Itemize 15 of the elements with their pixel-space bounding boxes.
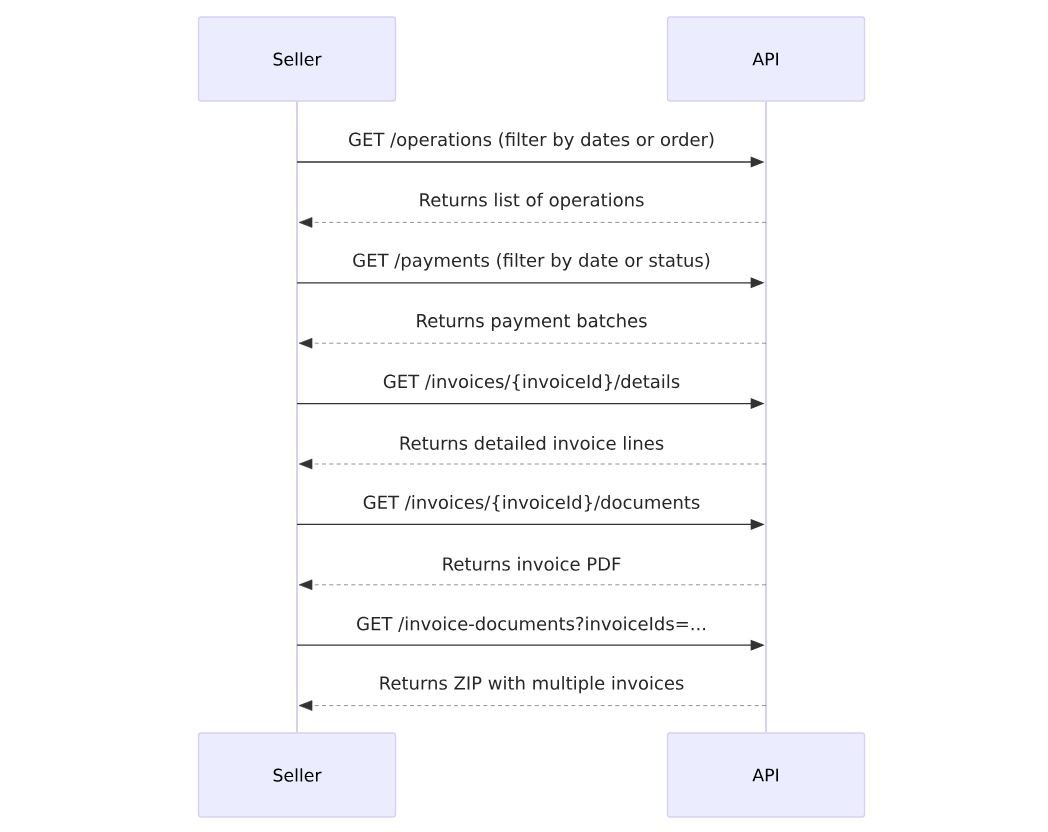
message-arrow (298, 700, 767, 711)
message-label: GET /invoices/{invoiceId}/documents (361, 493, 702, 514)
message-label: Returns list of operations (417, 191, 646, 212)
participant-box: Seller (197, 732, 397, 818)
participant-box: API (666, 16, 866, 102)
participant-box: API (666, 732, 866, 818)
message-label: GET /invoice-documents?invoiceIds=... (354, 615, 709, 634)
message-label: Returns ZIP with multiple invoices (377, 674, 686, 695)
participant-box: Seller (197, 16, 397, 102)
message-arrow (298, 337, 767, 349)
message-arrow (298, 579, 767, 591)
message-label: GET /payments (filter by date or status) (350, 251, 713, 272)
message-label: Returns payment batches (414, 312, 649, 333)
message-arrow (298, 217, 767, 228)
message-arrow (298, 458, 767, 470)
